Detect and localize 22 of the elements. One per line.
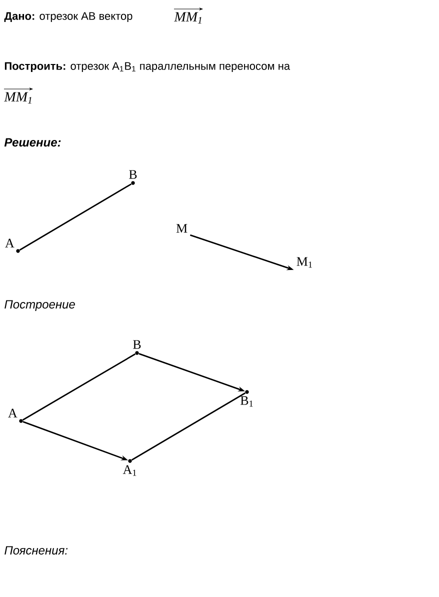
point: B	[129, 170, 137, 185]
section-heading: Решение:	[4, 138, 61, 147]
segment	[22, 353, 136, 421]
segment	[131, 392, 246, 461]
statement-text: Дано: отрезок AB вектор	[4, 12, 132, 22]
node-label: B	[133, 340, 141, 349]
section-heading: Построение	[4, 300, 75, 311]
point: A	[5, 238, 20, 253]
node-label: A	[5, 238, 14, 248]
point: A$_{1}$	[122, 459, 136, 476]
section-heading: Пояснения:	[4, 546, 68, 555]
node-label: B	[129, 170, 137, 179]
point: B$_{1}$	[240, 390, 253, 407]
point: B	[133, 340, 141, 355]
point: M	[176, 224, 188, 233]
node-label: A$_{1}$	[122, 465, 136, 476]
node-label: A	[8, 408, 18, 418]
segment	[19, 183, 132, 251]
point: M$_{1}$	[296, 257, 312, 268]
statement-text: Построить: отрезок A$_{1}$B$_{1}$ параллельным переносом на	[4, 62, 290, 72]
node-label: B$_{1}$	[240, 396, 253, 407]
point: A	[8, 408, 23, 423]
